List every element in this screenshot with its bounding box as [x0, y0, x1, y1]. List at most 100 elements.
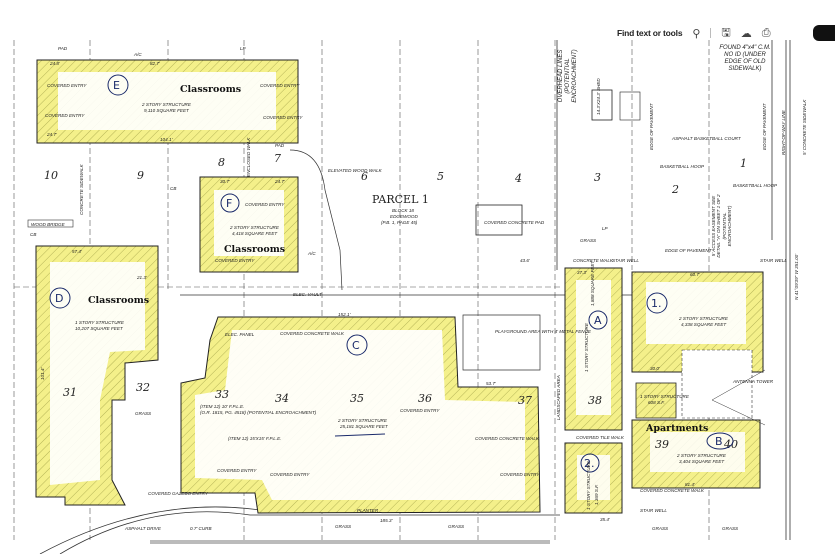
structure-info: 1 STORY STRUCTURE [640, 394, 690, 399]
structure-info: 4,418 SQUARE FEET [232, 231, 278, 236]
profile-avatar[interactable] [813, 25, 835, 41]
lot-number: 35 [350, 392, 364, 405]
found-monument-note: FOUND 4"x4" C.M. NO ID (UNDER EDGE OF OL… [719, 45, 771, 72]
dimension: 37.3' [577, 270, 587, 275]
lot-number: 38 [588, 394, 602, 407]
dimension: 30.7' [220, 179, 230, 184]
label: GRASS [722, 526, 739, 531]
overhead-lines-note: OVERHEAD LINES (POTENTIAL ENCROACHMENT) [558, 49, 578, 103]
label: CB [170, 186, 176, 191]
label: COVERED ENTRY [500, 472, 540, 477]
label: ASPHALT BASKETBALL COURT [671, 136, 742, 141]
building-c[interactable] [180, 316, 541, 514]
building-name: Classrooms [180, 84, 241, 95]
label: COVERED CONCRETE PAD [484, 220, 545, 225]
hand-circle [706, 432, 734, 450]
label: GRASS [652, 526, 669, 531]
lot-number: 5 [437, 170, 444, 183]
label: COVERED ENTRY [263, 115, 303, 120]
dimension: 152.1' [338, 312, 350, 317]
lot-number: 8 [218, 156, 225, 169]
label: COVERED ENTRY [217, 468, 257, 473]
label: STAIR WELL [612, 258, 639, 263]
building-mark: 1. [651, 297, 662, 310]
label: A/C [307, 251, 316, 256]
label: COVERED ENTRY [400, 408, 440, 413]
label: 14.3'X24.3' SHED [596, 78, 601, 115]
building-2[interactable] [564, 442, 623, 514]
label: COVERED ENTRY [260, 83, 300, 88]
elevated-wood-walk [289, 149, 343, 291]
dimension: 82.7' [150, 61, 160, 66]
antenna-compound [681, 349, 753, 419]
building-mark: B [715, 435, 723, 448]
lot-number: 32 [136, 381, 150, 394]
page-edge-shadow [150, 540, 550, 544]
pdf-toolbar: Find text or tools ⚲ 🖫 ☁ ⎙ [605, 22, 835, 44]
label: N 41°09'39" W 351.00' [794, 254, 799, 300]
dimension: 53.7' [486, 381, 496, 386]
label: 0.7' CURB [190, 526, 212, 531]
building-mark: A [594, 314, 602, 327]
cloud-share-icon[interactable]: ☁ [740, 27, 752, 40]
building-1[interactable] [631, 271, 764, 419]
building-e[interactable] [36, 59, 299, 144]
building-mark: C [352, 339, 360, 352]
label: PLAYGROUND AREA WITH 4' METAL FENCE [495, 329, 592, 334]
label: COVERED ENTRY [270, 472, 310, 477]
label: ANTENNA TOWER [732, 379, 774, 384]
building-a[interactable] [564, 267, 623, 431]
hand-circle [220, 193, 240, 213]
structure-info: 3,404 SQUARE FEET [679, 459, 725, 464]
lot-number: 9 [137, 169, 144, 182]
structure-info: 2 STORY STRUCTURE [229, 225, 280, 230]
label: PAD [58, 46, 68, 51]
access-easement-note: 5' ACCESS EASEMENT SEE DETAIL "A" ON SHE… [711, 194, 733, 258]
search-icon[interactable]: ⚲ [692, 27, 701, 40]
structure-info: 2 STORY STRUCTURE [676, 453, 727, 458]
dimension: 60.7' [690, 272, 700, 277]
save-icon[interactable]: 🖫 [721, 26, 731, 39]
label: COVERED GAZEBO ENTRY [148, 491, 209, 496]
structure-info: 2 STORY STRUCTURE [141, 102, 192, 107]
label: COVERED ENTRY [47, 83, 87, 88]
find-text-or-tools[interactable]: Find text or tools [617, 28, 683, 38]
label: STAIR WELL [760, 258, 787, 263]
hand-circle [646, 292, 668, 314]
structure-info: 9,110 SQUARE FEET [144, 108, 190, 113]
lot-number: 7 [274, 152, 281, 165]
dimension: 24.7' [274, 179, 285, 184]
label: (ITEM 12) 15'X15' F.P.L.E. [228, 436, 281, 441]
dimension: 43.6' [520, 258, 530, 263]
label: COVERED CONCRETE WALK [475, 436, 540, 441]
building-b[interactable] [631, 419, 761, 489]
label: COVERED TILE WALK [576, 435, 625, 440]
parcel-block: BLOCK 18 [392, 208, 414, 213]
annotations: COVERED ENTRY COVERED ENTRY COVERED ENTR… [30, 46, 807, 531]
building-mark: F [226, 197, 232, 210]
building-d[interactable] [35, 245, 159, 506]
building-mark: E [113, 79, 120, 92]
label: CB [30, 232, 36, 237]
hand-circle [49, 287, 71, 309]
label: WOOD BRIDGE [31, 222, 66, 227]
parcel-reference: (P.B. 1, PAGE 45) [381, 220, 418, 225]
building-labels: E Classrooms 2 STORY STRUCTURE 9,110 SQU… [49, 74, 734, 510]
structure-info: 1,888 SQUARE FEET [590, 260, 595, 306]
antenna-guy-wire [711, 369, 766, 401]
building-f[interactable] [199, 176, 299, 273]
structure-info: 608 S.F. [648, 400, 665, 405]
dimension: 24.8' [49, 61, 60, 66]
structure-info: 4,338 SQUARE FEET [681, 322, 727, 327]
pen-mark [334, 433, 386, 437]
label: CONCRETE SIDEWALK [79, 163, 84, 215]
structure-info: 1,369 S.F. [594, 484, 599, 505]
dimension: 21.3' [136, 275, 147, 280]
lot-number: 6 [361, 170, 368, 183]
label: COVERED ENTRY [245, 202, 285, 207]
building-mark: 2. [584, 457, 595, 470]
structure-info: 1 STORY STRUCTURE [584, 322, 589, 372]
hand-circle [346, 334, 368, 356]
print-icon[interactable]: ⎙ [761, 26, 771, 39]
